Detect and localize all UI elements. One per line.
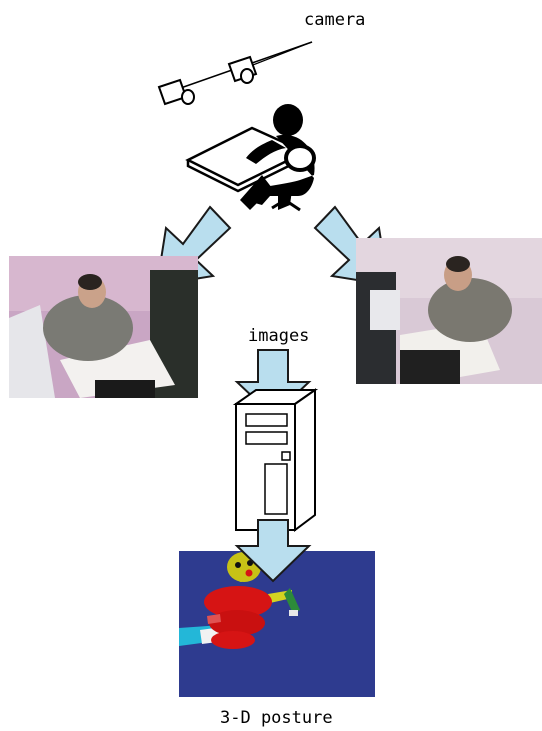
right-camera-image — [356, 238, 542, 384]
person-at-desk-icon — [188, 104, 315, 210]
computer-icon — [236, 390, 315, 530]
camera-label: camera — [304, 10, 365, 30]
left-camera-image — [9, 256, 198, 398]
posture-label: 3-D posture — [220, 708, 333, 728]
camera-icon — [159, 42, 312, 104]
images-label: images — [248, 326, 309, 346]
